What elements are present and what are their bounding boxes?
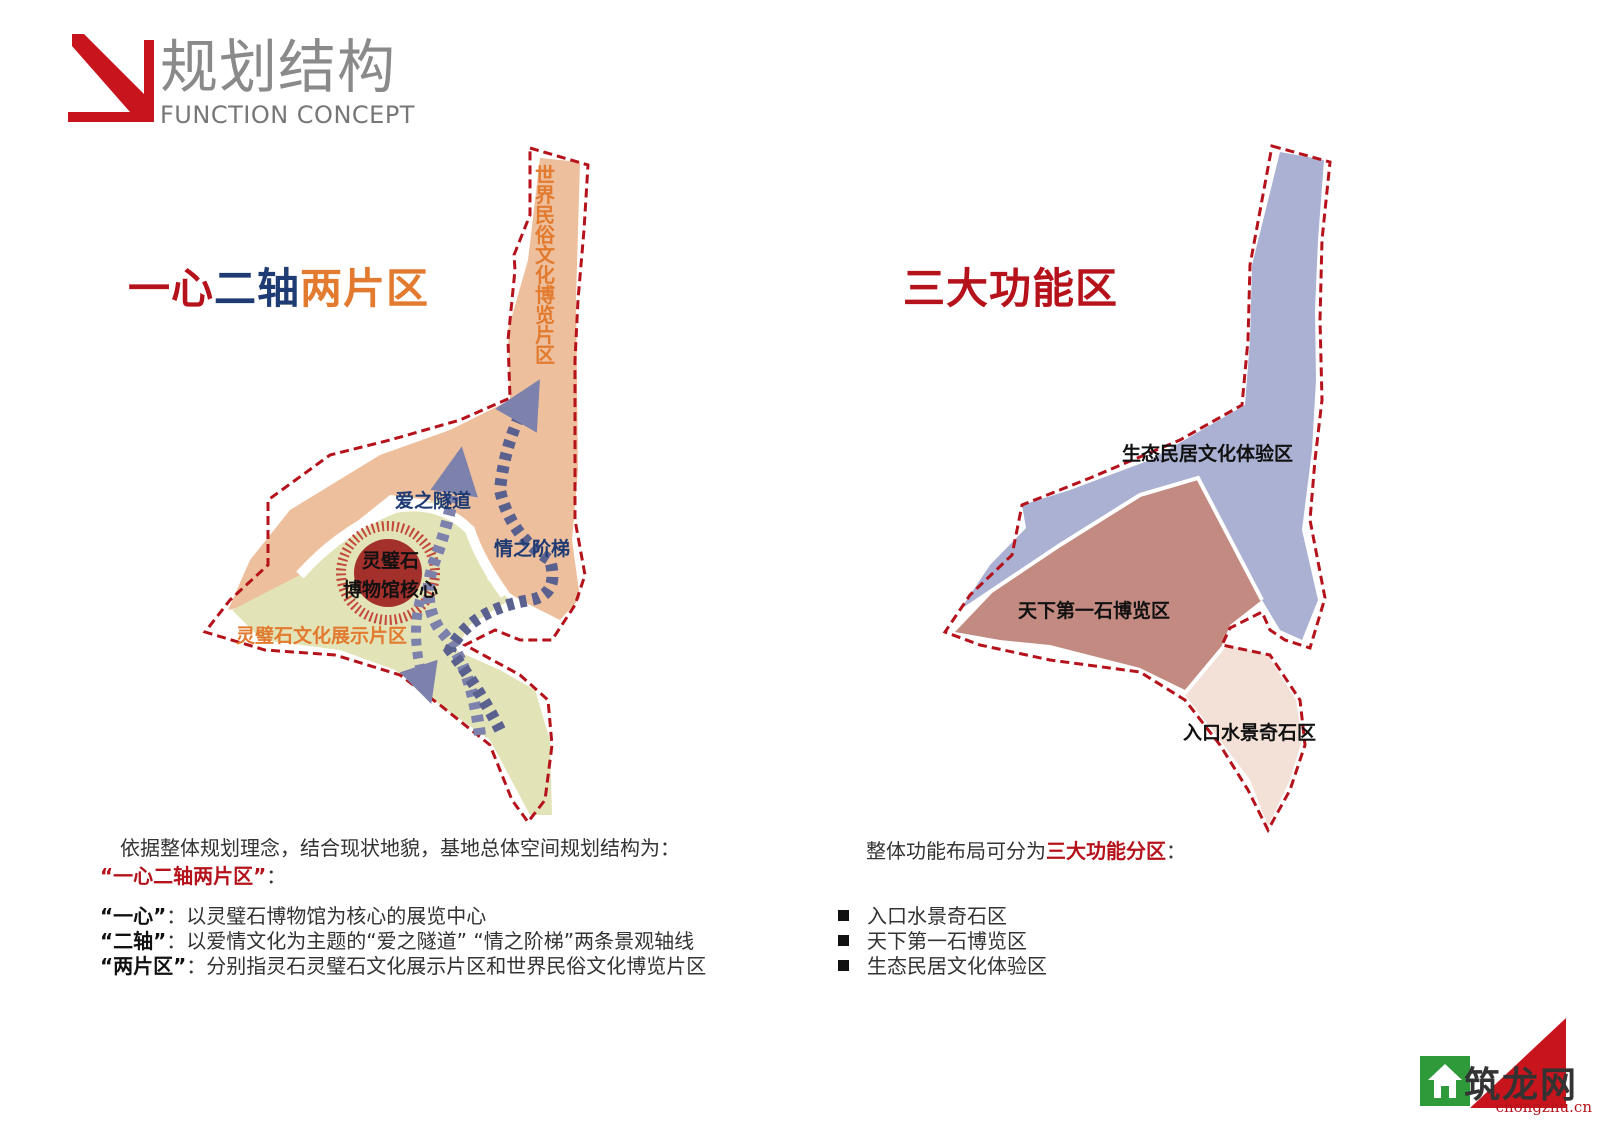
entry-zone-label: 入口水景奇石区 <box>1183 722 1317 744</box>
definition-term: “二轴” <box>100 929 167 953</box>
heading-part-axes: 二轴 <box>214 264 301 313</box>
right-site-boundary <box>942 144 1332 834</box>
core-center-disc <box>354 539 422 607</box>
left-map-heading: 一心二轴两片区 <box>128 268 429 310</box>
definition-desc: ：以爱情文化为主题的“爱之隧道” “情之阶梯”两条景观轴线 <box>166 929 695 953</box>
definition-row: “二轴”：以爱情文化为主题的“爱之隧道” “情之阶梯”两条景观轴线 <box>100 929 706 954</box>
core-label-line2: 博物馆核心 <box>343 579 439 601</box>
heading-part-center: 一心 <box>128 264 215 313</box>
eco-zone-label: 生态民居文化体验区 <box>1122 443 1294 465</box>
right-intro-suffix: ： <box>1166 839 1186 863</box>
eco-zone-fill <box>960 152 1324 640</box>
left-highlight-line: “一心二轴两片区”： <box>100 866 286 886</box>
bullet-item: 入口水景奇石区 <box>838 904 1047 929</box>
right-map-heading: 三大功能区 <box>903 264 1119 313</box>
south-zone-fill <box>232 500 552 815</box>
right-intro-highlight: 三大功能分区 <box>1046 839 1166 863</box>
stairs-axis <box>442 379 559 733</box>
function-bullet-list: 入口水景奇石区 天下第一石博览区 生态民居文化体验区 <box>838 904 1047 979</box>
corner-triangle-decoration <box>1470 1018 1566 1108</box>
square-bullet-icon <box>838 935 849 946</box>
definition-row: “一心”：以灵璧石博物馆为核心的展览中心 <box>100 904 706 929</box>
definition-desc: ：以灵璧石博物馆为核心的展览中心 <box>166 904 487 928</box>
tunnel-axis <box>422 446 486 736</box>
north-zone-fill <box>228 158 580 620</box>
watermark-url: chongzhu.cn <box>1495 1098 1592 1116</box>
north-zone-label: 世界民俗文化博览片区 <box>535 163 555 367</box>
definition-term: “一心” <box>100 904 167 928</box>
definition-desc: ：分别指灵石灵璧石文化展示片区和世界民俗文化博览片区 <box>186 954 707 978</box>
tunnel-label: 爱之隧道 <box>395 490 472 512</box>
square-bullet-icon <box>838 910 849 921</box>
left-intro-text: 依据整体规划理念，结合现状地貌，基地总体空间规划结构为： <box>120 836 680 860</box>
bullet-item: 天下第一石博览区 <box>838 929 1047 954</box>
right-intro-prefix: 整体功能布局可分为 <box>866 839 1046 863</box>
page-title: 规划结构 <box>160 33 397 101</box>
bullet-text: 天下第一石博览区 <box>867 929 1027 953</box>
left-highlight-text: “一心二轴两片区” <box>100 864 267 888</box>
header-arrow-logo <box>68 34 154 122</box>
definition-list: “一心”：以灵璧石博物馆为核心的展览中心 “二轴”：以爱情文化为主题的“爱之隧道… <box>100 904 706 979</box>
heading-part-zones: 两片区 <box>300 264 430 313</box>
left-highlight-suffix: ： <box>266 864 287 888</box>
watermark-text: 筑龙网 <box>1463 1064 1578 1106</box>
bullet-item: 生态民居文化体验区 <box>838 954 1047 979</box>
page-subtitle: FUNCTION CONCEPT <box>160 101 415 129</box>
bullet-text: 入口水景奇石区 <box>867 904 1007 928</box>
stone-zone-label: 天下第一石博览区 <box>1018 600 1171 622</box>
bullet-text: 生态民居文化体验区 <box>867 954 1047 978</box>
right-intro-line: 整体功能布局可分为三大功能分区： <box>866 841 1186 861</box>
square-bullet-icon <box>838 960 849 971</box>
core-label-line1: 灵璧石 <box>362 550 420 572</box>
definition-term: “两片区” <box>100 954 187 978</box>
south-zone-label: 灵璧石文化展示片区 <box>236 625 408 647</box>
definition-row: “两片区”：分别指灵石灵璧石文化展示片区和世界民俗文化博览片区 <box>100 954 706 979</box>
branch-axis <box>399 598 438 704</box>
entry-zone-fill <box>1185 645 1302 826</box>
stairs-label: 情之阶梯 <box>494 538 571 560</box>
stone-zone-fill <box>955 478 1262 690</box>
watermark-logo-icon <box>1420 1056 1470 1106</box>
